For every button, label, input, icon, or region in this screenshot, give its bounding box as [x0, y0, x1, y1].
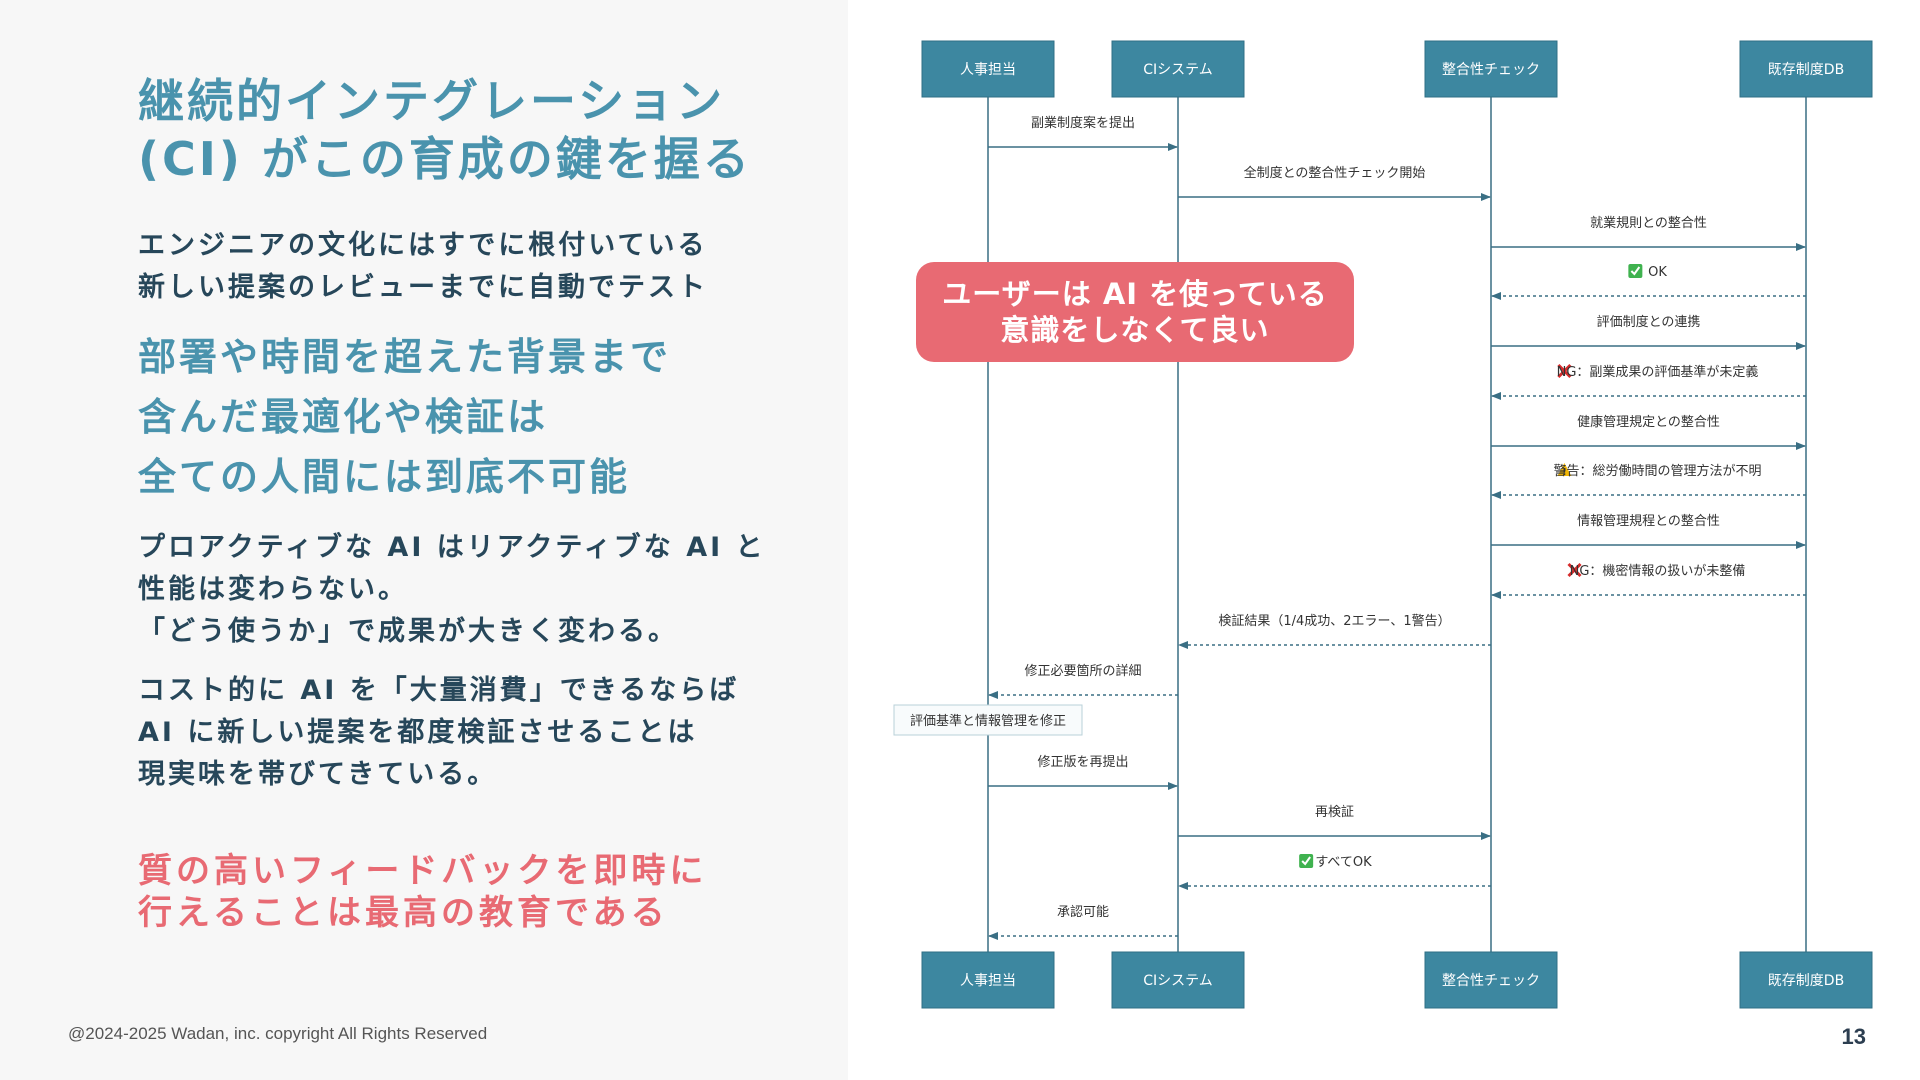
message-label: 健康管理規定との整合性: [1577, 414, 1720, 430]
message-label: 承認可能: [1057, 904, 1109, 920]
conclusion-text: 質の高いフィードバックを即時に 行えることは最高の教育である: [138, 850, 707, 934]
cost-text: コスト的に AI を「大量消費」できるならば AI に新しい提案を都度検証させる…: [138, 670, 739, 796]
message-label: すべてOK: [1315, 855, 1372, 870]
note-label: 評価基準と情報管理を修正: [910, 713, 1066, 729]
participant-box: [1424, 40, 1558, 98]
note-box: [893, 704, 1083, 736]
callout-badge: ユーザーは AI を使っている 意識をしなくて良い: [916, 262, 1354, 362]
conclusion-line-2: 行えることは最高の教育である: [138, 893, 669, 933]
check-mark: [1630, 266, 1641, 276]
warning-icon: [1557, 463, 1572, 476]
page-number: 13: [1841, 1024, 1866, 1049]
title-line-2: (CI) がこの育成の鍵を握る: [138, 132, 752, 186]
left-panel: [0, 0, 848, 1080]
message-label: 再検証: [1315, 805, 1354, 820]
intro-line-1: エンジニアの文化にはすでに根付いている: [138, 230, 708, 261]
message-label: 警告：総労働時間の管理方法が不明: [1553, 463, 1761, 479]
message-label: 修正版を再提出: [1037, 754, 1128, 770]
participant-label: 既存制度DB: [1768, 973, 1844, 989]
participant-box: [1739, 40, 1873, 98]
emphasis-line-3: 全ての人間には到底不可能: [138, 455, 631, 499]
participant-box: [921, 40, 1055, 98]
participant-label: 整合性チェック: [1442, 973, 1540, 989]
intro-line-2: 新しい提案のレビューまでに自動でテスト: [138, 272, 708, 303]
callout-line-2: 意識をしなくて良い: [1000, 313, 1270, 347]
cost-line-2: AI に新しい提案を都度検証させることは: [138, 717, 698, 748]
emphasis-line-1: 部署や時間を超えた背景まで: [138, 335, 672, 379]
participant-label: 既存制度DB: [1768, 62, 1844, 78]
emphasis-line-2: 含んだ最適化や検証は: [138, 395, 549, 439]
intro-text: エンジニアの文化にはすでに根付いている 新しい提案のレビューまでに自動でテスト: [138, 225, 708, 309]
proactive-line-3: 「どう使うか」で成果が大きく変わる。: [138, 616, 678, 647]
cross-icon: [1567, 562, 1582, 578]
callout-line-1: ユーザーは AI を使っている: [942, 277, 1328, 311]
participant-label: CIシステム: [1143, 62, 1212, 78]
emphasis-text: 部署や時間を超えた背景まで 含んだ最適化や検証は 全ての人間には到底不可能: [138, 327, 671, 507]
message-label: 修正必要箇所の詳細: [1024, 663, 1141, 679]
check-mark: [1301, 856, 1311, 866]
participant-label: 整合性チェック: [1442, 62, 1540, 78]
participant-box: [1111, 951, 1245, 1009]
proactive-text: プロアクティブな AI はリアクティブな AI と 性能は変わらない。 「どう使…: [138, 527, 766, 653]
title-line-1: 継続的インテグレーション: [138, 74, 726, 128]
warning-mark: !: [1562, 467, 1567, 478]
participant-label: CIシステム: [1143, 973, 1212, 989]
message-label: 副業制度案を提出: [1031, 115, 1135, 131]
participant-label: 人事担当: [960, 62, 1016, 78]
copyright-footer: @2024-2025 Wadan, inc. copyright All Rig…: [68, 1024, 488, 1043]
message-label: NG：機密情報の扱いが未整備: [1570, 563, 1746, 579]
message-label: NG：副業成果の評価基準が未定義: [1557, 364, 1759, 380]
participant-box: [921, 951, 1055, 1009]
participant-box: [1739, 951, 1873, 1009]
conclusion-line-1: 質の高いフィードバックを即時に: [138, 851, 708, 891]
participant-label: 人事担当: [960, 973, 1016, 989]
message-label: 評価制度との連携: [1597, 314, 1701, 330]
cost-line-3: 現実味を帯びてきている。: [138, 759, 498, 790]
participant-box: [1424, 951, 1558, 1009]
message-label: 就業規則との整合性: [1590, 215, 1707, 231]
proactive-line-1: プロアクティブな AI はリアクティブな AI と: [138, 532, 766, 563]
cost-line-1: コスト的に AI を「大量消費」できるならば: [138, 675, 740, 706]
message-label: 情報管理規程との整合性: [1577, 514, 1720, 529]
proactive-line-2: 性能は変わらない。: [138, 574, 408, 605]
message-label: OK: [1648, 265, 1667, 280]
message-label: 全制度との整合性チェック開始: [1244, 165, 1426, 181]
participant-box: [1111, 40, 1245, 98]
cross-icon: [1557, 363, 1572, 379]
slide-title: 継続的インテグレーション (CI) がこの育成の鍵を握る: [138, 72, 798, 188]
message-label: 検証結果（1/4成功、2エラー、1警告）: [1218, 613, 1450, 629]
